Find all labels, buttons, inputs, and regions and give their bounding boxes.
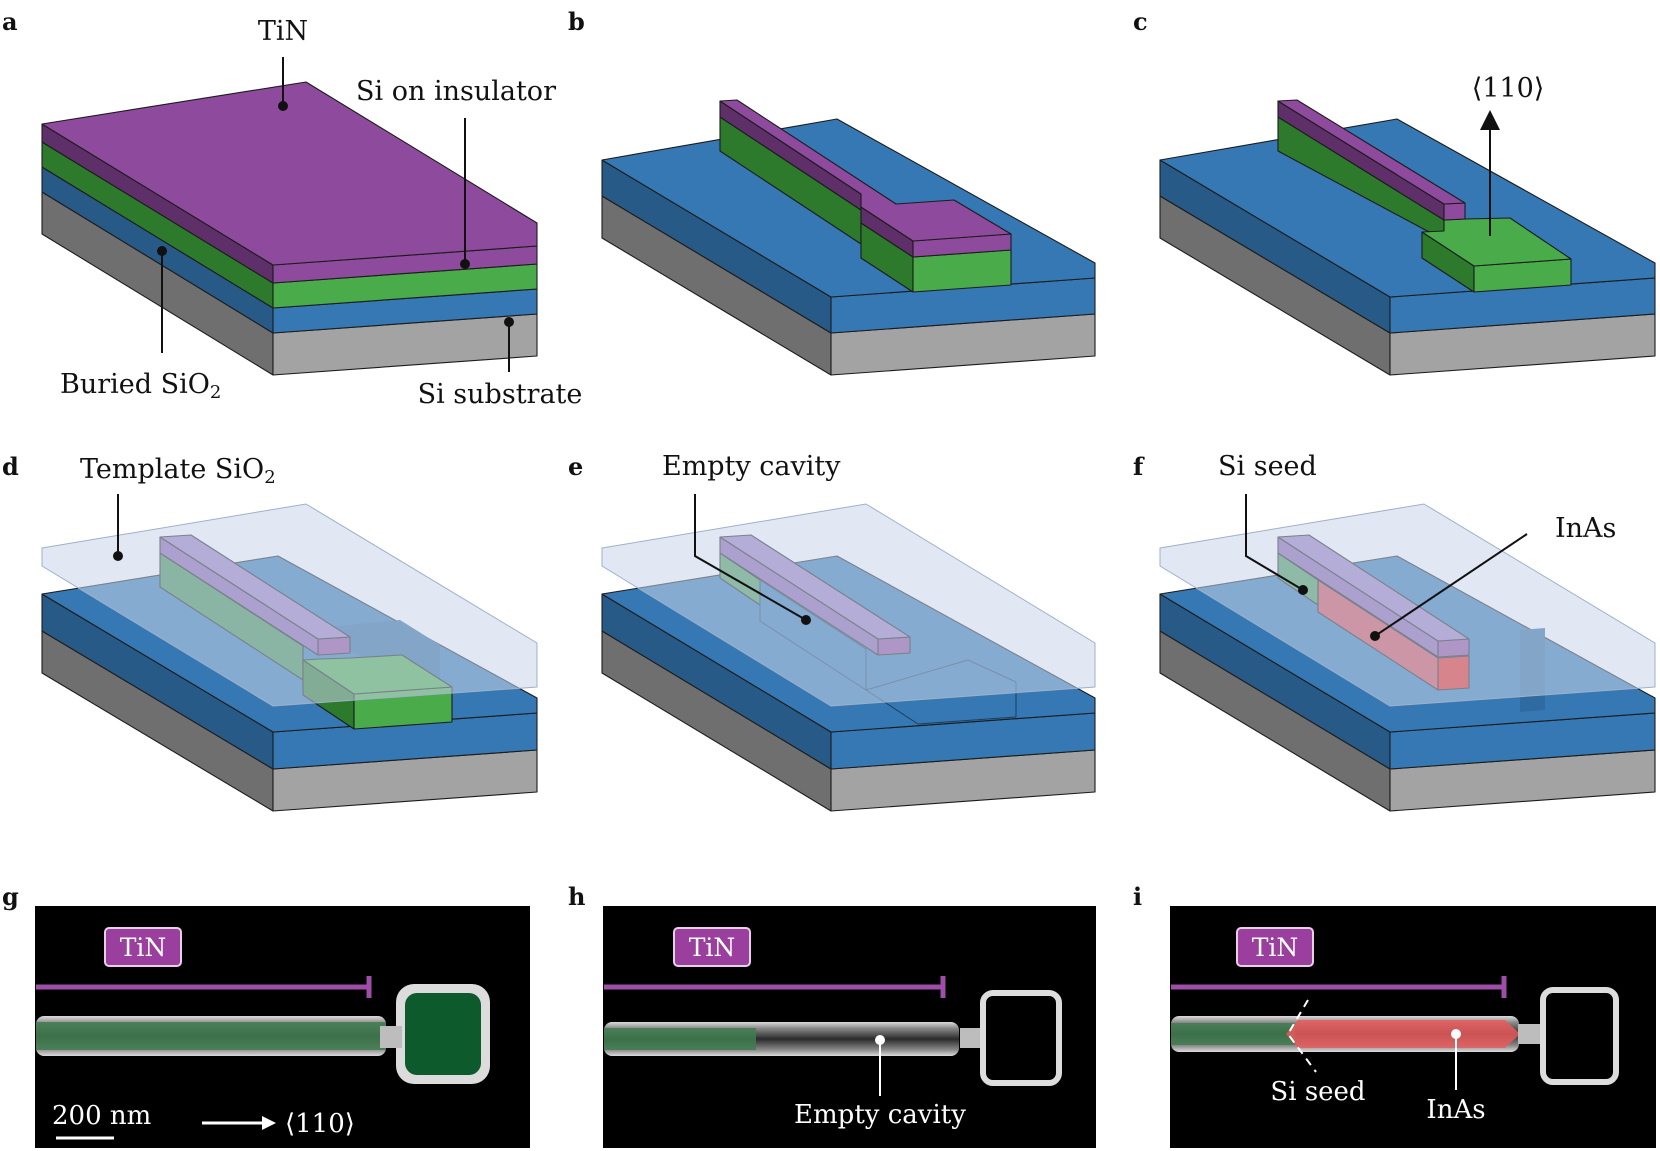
panel-letter-b: b xyxy=(568,7,585,36)
label-tin: TiN xyxy=(258,16,308,47)
label-buried-oxide: Buried SiO2 xyxy=(60,369,221,403)
panel-i: i TiN Si seed InAs xyxy=(1133,882,1656,1148)
panel-c: c ⟨110⟩ xyxy=(1133,7,1656,376)
panel-letter-f: f xyxy=(1133,452,1145,481)
panel-d: d Template SiO2 xyxy=(2,452,538,812)
panel-letter-g: g xyxy=(2,882,19,911)
tin-tag-h: TiN xyxy=(689,933,736,962)
panel-g: g TiN 200 nm ⟨110⟩ xyxy=(2,882,530,1148)
label-si-seed: Si seed xyxy=(1218,451,1317,482)
panel-a: a TiN Si on insulator Buried SiO2 Si sub… xyxy=(2,7,582,410)
scale-bar-label: 200 nm xyxy=(52,1101,151,1131)
label-inas: InAs xyxy=(1555,513,1616,544)
panel-letter-i: i xyxy=(1133,882,1142,911)
tin-tag-g: TiN xyxy=(120,933,167,962)
label-template-oxide: Template SiO2 xyxy=(80,454,276,488)
label-direction-sem: ⟨110⟩ xyxy=(285,1109,355,1139)
panel-e: e Empty cavity xyxy=(568,451,1096,812)
panel-letter-h: h xyxy=(568,882,585,911)
label-empty-cavity-sem: Empty cavity xyxy=(794,1100,966,1130)
label-direction-110: ⟨110⟩ xyxy=(1472,73,1545,104)
label-si-on-insulator: Si on insulator xyxy=(356,76,556,107)
panel-letter-c: c xyxy=(1133,7,1148,36)
label-empty-cavity: Empty cavity xyxy=(662,451,841,482)
panel-f: f Si seed InAs xyxy=(1133,451,1656,812)
label-inas-sem: InAs xyxy=(1426,1095,1485,1125)
tin-tag-i: TiN xyxy=(1252,933,1299,962)
panel-letter-a: a xyxy=(2,7,18,36)
panel-letter-d: d xyxy=(2,452,19,481)
panel-h: h TiN Empty cavity xyxy=(568,882,1096,1148)
panel-letter-e: e xyxy=(568,452,583,481)
label-si-substrate: Si substrate xyxy=(418,379,583,410)
panel-b: b xyxy=(568,7,1096,376)
label-si-seed-sem: Si seed xyxy=(1270,1077,1365,1107)
